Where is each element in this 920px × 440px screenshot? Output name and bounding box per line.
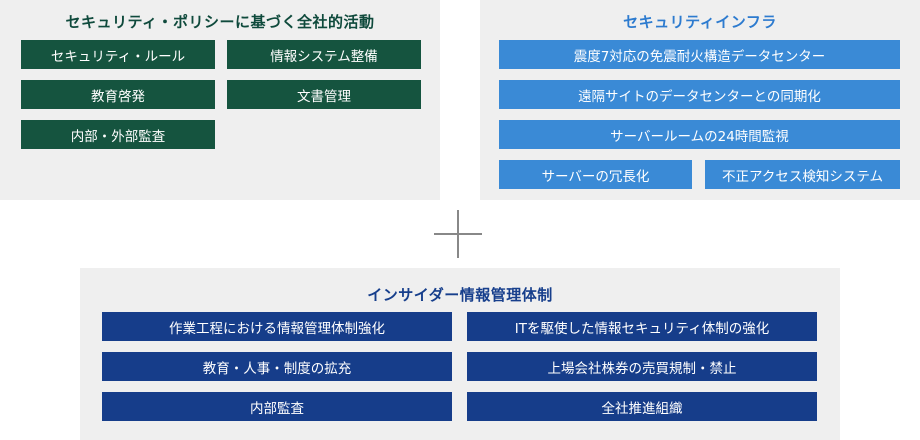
policy-item-audit: 内部・外部監査 (21, 120, 215, 149)
infra-item-datacenter: 震度7対応の免震耐火構造データセンター (499, 40, 900, 69)
policy-item-education: 教育啓発 (21, 80, 215, 109)
insider-item-education-hr: 教育・人事・制度の拡充 (102, 352, 452, 381)
infra-title: セキュリティインフラ (623, 13, 777, 31)
policy-item-info-system: 情報システム整備 (227, 40, 421, 69)
policy-panel: セキュリティ・ポリシーに基づく全社的活動 セキュリティ・ルール 情報システム整備… (0, 0, 440, 200)
policy-title: セキュリティ・ポリシーに基づく全社的活動 (65, 13, 375, 31)
insider-panel: インサイダー情報管理体制 作業工程における情報管理体制強化 ITを駆使した情報セ… (80, 268, 840, 440)
insider-title: インサイダー情報管理体制 (367, 286, 553, 304)
infra-panel: セキュリティインフラ 震度7対応の免震耐火構造データセンター 遠隔サイトのデータ… (480, 0, 920, 200)
insider-item-company-organization: 全社推進組織 (467, 392, 817, 421)
insider-item-it-security: ITを駆使した情報セキュリティ体制の強化 (467, 312, 817, 341)
insider-item-workflow: 作業工程における情報管理体制強化 (102, 312, 452, 341)
insider-item-internal-audit: 内部監査 (102, 392, 452, 421)
policy-item-security-rule: セキュリティ・ルール (21, 40, 215, 69)
plus-icon-vertical (457, 210, 459, 258)
infra-item-intrusion-detection: 不正アクセス検知システム (705, 160, 900, 189)
insider-item-trading-restriction: 上場会社株券の売買規制・禁止 (467, 352, 817, 381)
infra-item-monitoring: サーバールームの24時間監視 (499, 120, 900, 149)
policy-item-document-management: 文書管理 (227, 80, 421, 109)
infra-item-redundancy: サーバーの冗長化 (499, 160, 692, 189)
infra-item-remote-sync: 遠隔サイトのデータセンターとの同期化 (499, 80, 900, 109)
